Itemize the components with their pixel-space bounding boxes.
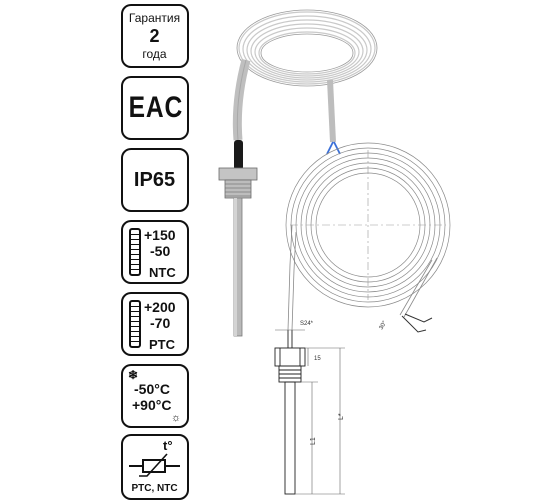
ptc-min: -70	[150, 315, 171, 331]
ambient-min: -50°C	[134, 381, 170, 397]
thermistor-icon	[129, 453, 180, 477]
blue-wire	[326, 141, 334, 155]
drawing-sensor	[274, 330, 306, 495]
warranty-value: 2	[149, 26, 160, 46]
warranty-unit: года	[142, 47, 167, 61]
dim-l1: L1	[310, 437, 317, 445]
coiled-cable	[238, 11, 376, 85]
dim-angle: 30°	[379, 320, 389, 331]
sensor-types: PTC, NTC	[131, 483, 178, 494]
wire-end	[401, 315, 427, 333]
warranty-badge: Гарантия 2 года	[121, 4, 189, 68]
dim-l: L*	[338, 413, 345, 420]
ambient-temp-badge: ❄ -50°C +90°C ☼	[121, 364, 189, 428]
thermometer-scale-icon	[129, 300, 141, 348]
eac-badge: EAC	[121, 76, 189, 140]
warranty-label: Гарантия	[128, 11, 181, 25]
dimension-lines	[275, 329, 345, 495]
ip-rating: IP65	[133, 169, 176, 191]
ntc-type: NTC	[149, 265, 176, 280]
ambient-max: +90°C	[132, 397, 172, 413]
ntc-max: +150	[144, 227, 176, 243]
thermistor-badge: t° PTC, NTC	[121, 434, 189, 500]
cable-tail	[327, 79, 336, 143]
ptc-range-badge: +200 -70 PTC	[121, 292, 189, 356]
center-lines	[290, 150, 446, 300]
ntc-min: -50	[150, 243, 171, 259]
ntc-range-badge: +150 -50 NTC	[121, 220, 189, 284]
cable-outline	[236, 9, 378, 87]
dim-s24: S24*	[300, 321, 314, 327]
thermometer-scale-icon	[129, 228, 141, 276]
thread-fitting	[218, 167, 258, 181]
ptc-type: PTC	[149, 337, 175, 352]
snowflake-icon: ❄	[128, 368, 139, 382]
ptc-max: +200	[144, 299, 176, 315]
sun-icon: ☼	[171, 412, 182, 424]
temperature-symbol: t°	[163, 438, 173, 453]
dim-15: 15	[314, 356, 321, 362]
eac-mark: EAC	[128, 91, 184, 124]
ip65-badge: IP65	[121, 148, 189, 212]
black-boot	[234, 140, 243, 170]
